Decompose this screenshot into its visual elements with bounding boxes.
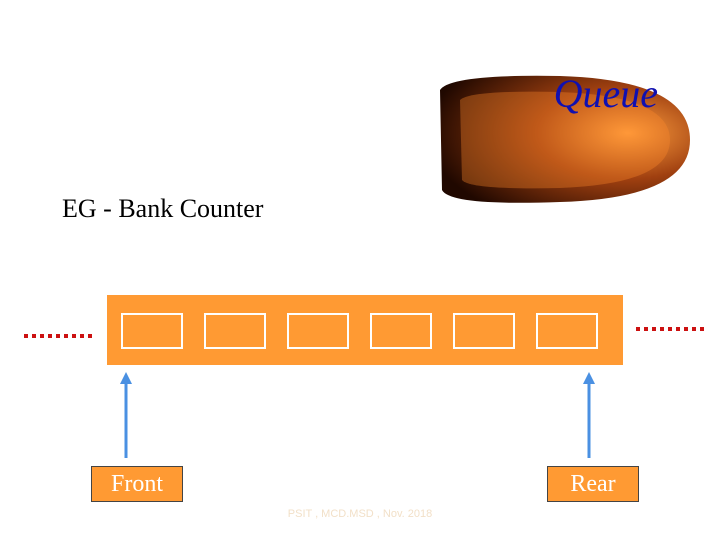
slide-title: Queue xyxy=(553,71,658,116)
queue-slot xyxy=(453,313,515,349)
queue-slot xyxy=(370,313,432,349)
rear-label: Rear xyxy=(547,466,639,502)
slide-footer: PSIT , MCD.MSD , Nov. 2018 xyxy=(287,508,433,520)
slide-subtitle: EG - Bank Counter xyxy=(62,194,264,223)
queue-slot xyxy=(204,313,266,349)
queue-container xyxy=(107,295,623,365)
queue-slot xyxy=(287,313,349,349)
queue-slot xyxy=(121,313,183,349)
front-arrow xyxy=(120,372,132,458)
rear-arrow xyxy=(583,372,595,458)
front-label: Front xyxy=(91,466,183,502)
queue-slot xyxy=(536,313,598,349)
